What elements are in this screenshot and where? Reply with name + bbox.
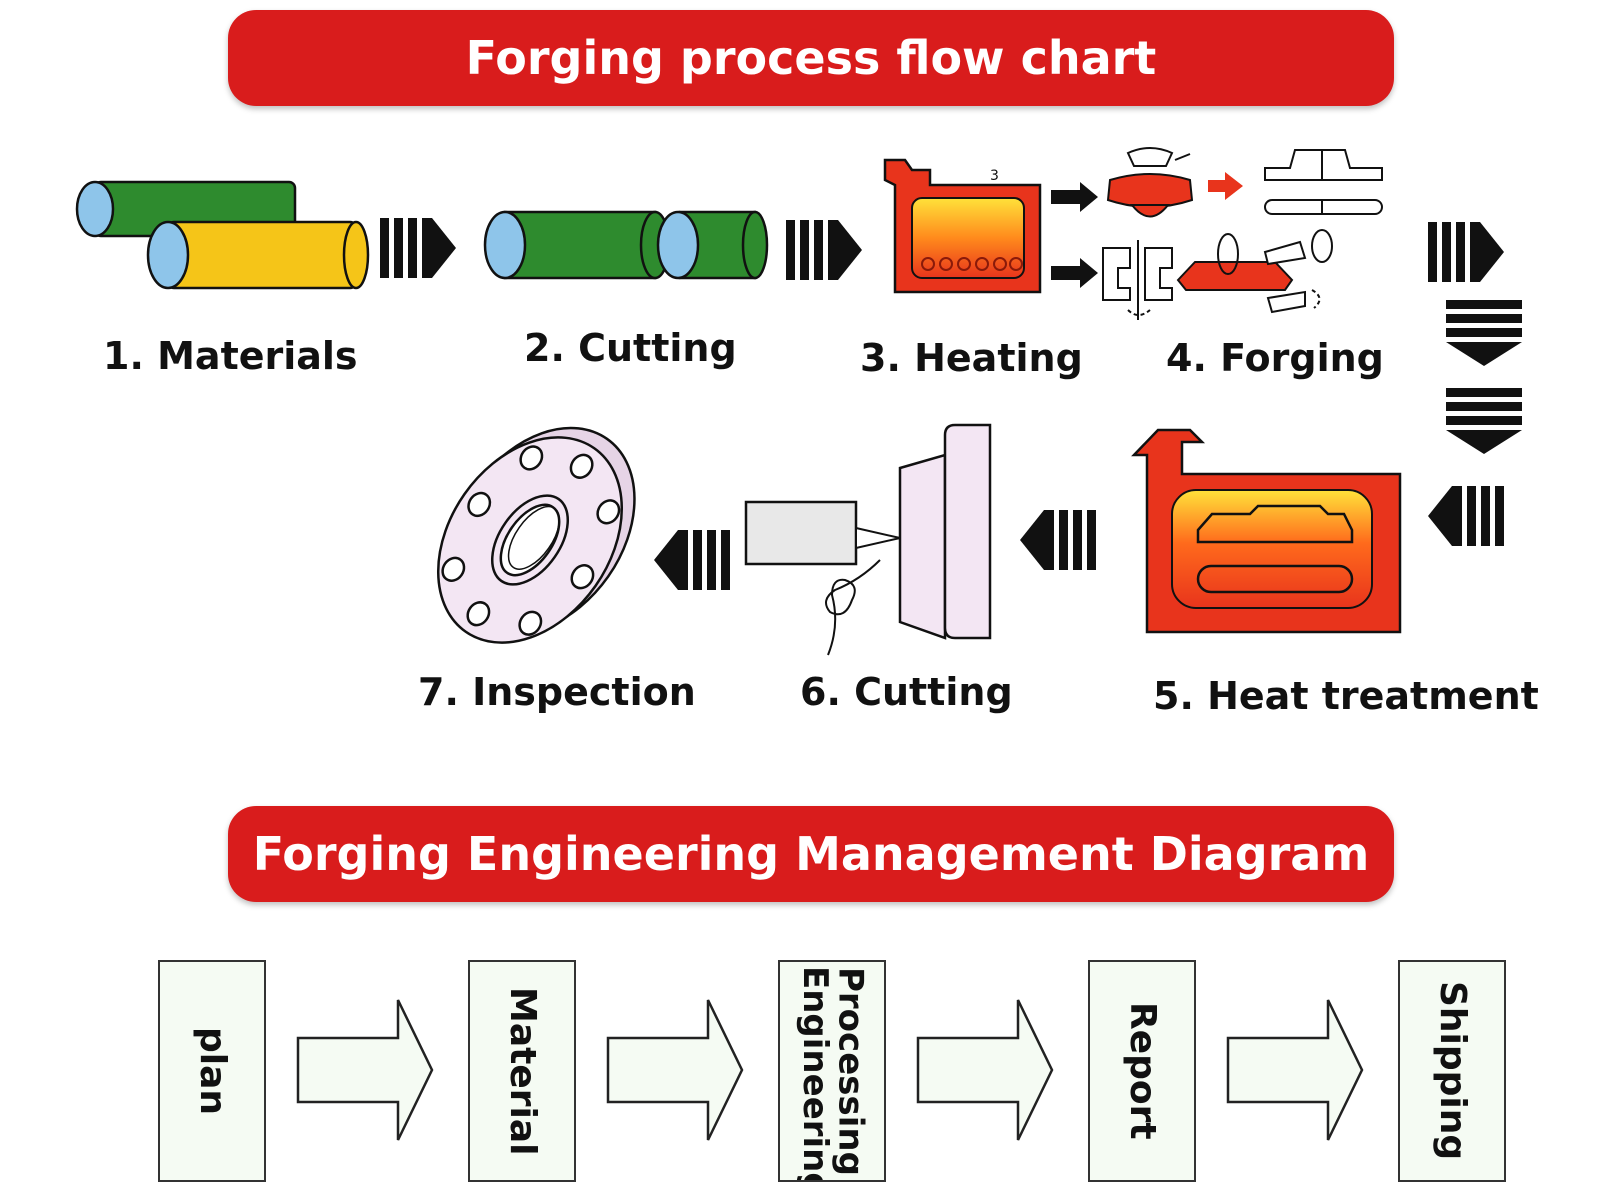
- machining-lathe-icon: [744, 423, 992, 656]
- process-chart-title: Forging process flow chart: [465, 31, 1157, 85]
- management-arrow-right-icon: [1226, 999, 1364, 1141]
- management-box-plan: plan: [158, 960, 266, 1182]
- title-banner-management: Forging Engineering Management Diagram: [228, 806, 1394, 902]
- materials-bars-icon: [75, 180, 370, 290]
- flow-arrow-left-icon: [654, 530, 730, 590]
- step-label-materials: 1. Materials: [103, 334, 358, 378]
- flow-arrow-right-icon: [380, 218, 456, 278]
- step-label-forging: 4. Forging: [1166, 336, 1384, 380]
- management-label-report: Report: [1121, 1002, 1163, 1140]
- flow-arrow-right-icon: [1428, 222, 1504, 282]
- management-label-processing-engineering: Processing Engineering: [795, 966, 871, 1182]
- cut-billets-icon: [483, 210, 769, 280]
- management-diagram-title: Forging Engineering Management Diagram: [252, 827, 1370, 881]
- flow-arrow-right-icon: [786, 220, 862, 280]
- forging-dies-icon: [1051, 147, 1383, 320]
- title-banner-process: Forging process flow chart: [228, 10, 1394, 106]
- step-label-inspection: 7. Inspection: [418, 670, 696, 714]
- management-box-report: Report: [1088, 960, 1196, 1182]
- flow-arrow-left-icon: [1020, 510, 1096, 570]
- management-label-plan: plan: [191, 1026, 233, 1116]
- management-box-processing-engineering: Processing Engineering: [778, 960, 886, 1182]
- flow-arrow-left-icon: [1428, 486, 1504, 546]
- flow-arrow-down-icon: [1446, 388, 1522, 454]
- step-label-heat-treatment: 5. Heat treatment: [1153, 674, 1539, 718]
- step-label-machining: 6. Cutting: [800, 670, 1013, 714]
- management-label-material: Material: [501, 986, 543, 1156]
- management-box-shipping: Shipping: [1398, 960, 1506, 1182]
- heating-furnace-icon: 3: [883, 158, 1042, 294]
- management-box-material: Material: [468, 960, 576, 1182]
- flow-arrow-down-icon: [1446, 300, 1522, 366]
- management-label-shipping: Shipping: [1431, 981, 1473, 1161]
- heat-treatment-furnace-icon: [1131, 428, 1402, 634]
- management-arrow-right-icon: [606, 999, 744, 1141]
- management-arrow-right-icon: [296, 999, 434, 1141]
- step-label-cutting: 2. Cutting: [524, 326, 737, 370]
- management-arrow-right-icon: [916, 999, 1054, 1141]
- step-label-heating: 3. Heating: [860, 336, 1083, 380]
- inspection-flange-icon: [436, 426, 636, 644]
- heating-marker: 3: [990, 168, 999, 184]
